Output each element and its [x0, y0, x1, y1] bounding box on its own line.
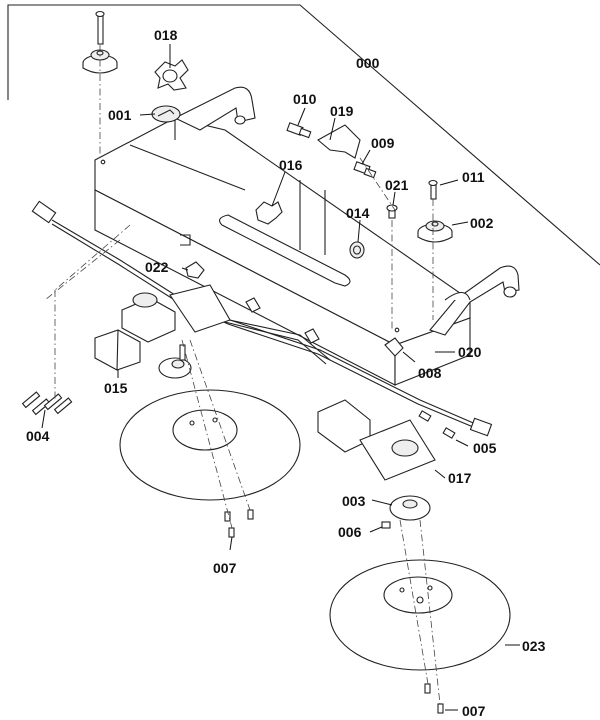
label-009: 009	[371, 135, 395, 151]
part-labels: 000 018 001 010 019 009 021 011 002 014 …	[26, 27, 546, 719]
cable-harness	[31, 200, 493, 437]
connector-right	[469, 417, 493, 437]
leader-lines	[41, 44, 520, 711]
main-frame	[94, 117, 471, 386]
label-023: 023	[522, 638, 546, 654]
label-003: 003	[342, 493, 366, 509]
bolts-007-left	[224, 509, 254, 538]
cable-clip-a	[245, 297, 261, 313]
label-019: 019	[330, 103, 354, 119]
label-006: 006	[338, 524, 362, 540]
hub-right-003	[381, 495, 431, 529]
bracket-019	[286, 122, 377, 179]
label-020: 020	[458, 344, 482, 360]
rear-tube	[173, 86, 256, 131]
switch-box-015	[94, 329, 141, 371]
cable-clip-b	[304, 328, 320, 344]
label-022: 022	[145, 259, 169, 275]
knob-016	[255, 201, 283, 225]
label-001: 001	[108, 107, 132, 123]
label-002: 002	[470, 215, 494, 231]
label-018: 018	[154, 27, 178, 43]
bolt-top-rear	[95, 10, 105, 45]
label-017: 017	[448, 470, 472, 486]
knob-018	[154, 59, 189, 91]
bolt-021	[386, 204, 398, 219]
blade-disc-right-023	[329, 559, 511, 671]
plate-001	[151, 105, 181, 123]
label-014: 014	[346, 205, 370, 221]
label-007-left: 007	[213, 560, 237, 576]
grommet-002-front	[417, 220, 453, 243]
grommet-014	[349, 241, 365, 259]
label-004: 004	[26, 428, 50, 444]
bolt-011	[428, 179, 438, 200]
bolts-004	[21, 391, 73, 416]
assembly-border	[7, 4, 600, 266]
label-011: 011	[462, 169, 485, 185]
label-005: 005	[473, 440, 497, 456]
label-021: 021	[385, 177, 409, 193]
label-010: 010	[293, 91, 317, 107]
motor-mount-right	[317, 399, 456, 481]
label-016: 016	[279, 157, 303, 173]
blade-disc-left	[119, 389, 301, 501]
label-000: 000	[356, 55, 380, 71]
connector-left	[31, 200, 57, 224]
label-008: 008	[418, 365, 442, 381]
hub-left	[158, 344, 192, 379]
assembly-axes	[44, 45, 441, 705]
front-tube	[429, 265, 520, 336]
label-007-right: 007	[462, 703, 486, 719]
clip-008	[384, 337, 404, 357]
clip-022	[185, 261, 205, 279]
bolts-007-right	[424, 683, 444, 714]
label-015: 015	[104, 380, 128, 396]
motor-mount-left	[121, 284, 231, 343]
